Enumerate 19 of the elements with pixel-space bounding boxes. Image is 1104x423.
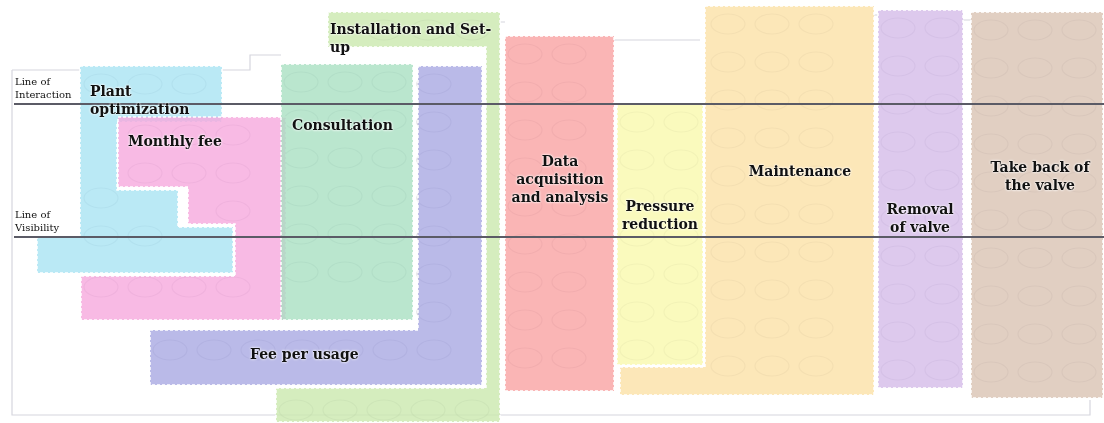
- process-region: [617, 104, 703, 365]
- region-title: Data acquisition and analysis: [510, 152, 610, 206]
- line-label: Line of Visibility: [15, 208, 61, 234]
- region-title: Consultation: [292, 116, 394, 134]
- region-title: Pressure reduction: [620, 197, 700, 233]
- process-region: [971, 12, 1103, 398]
- region-title: Take back of the valve: [989, 158, 1092, 194]
- process-region: [878, 10, 963, 388]
- process-region: [81, 117, 286, 320]
- process-region: [281, 64, 413, 320]
- process-region: [620, 6, 874, 395]
- region-title: Plant optimization: [90, 82, 191, 118]
- process-region: [505, 36, 614, 391]
- region-title: Monthly fee: [128, 132, 223, 150]
- region-title: Fee per usage: [250, 345, 360, 363]
- region-title: Maintenance: [747, 162, 853, 180]
- region-title: Removal of valve: [885, 200, 955, 236]
- line-label: Line of Interaction: [15, 75, 73, 101]
- region-title: Installation and Set-up: [330, 20, 493, 56]
